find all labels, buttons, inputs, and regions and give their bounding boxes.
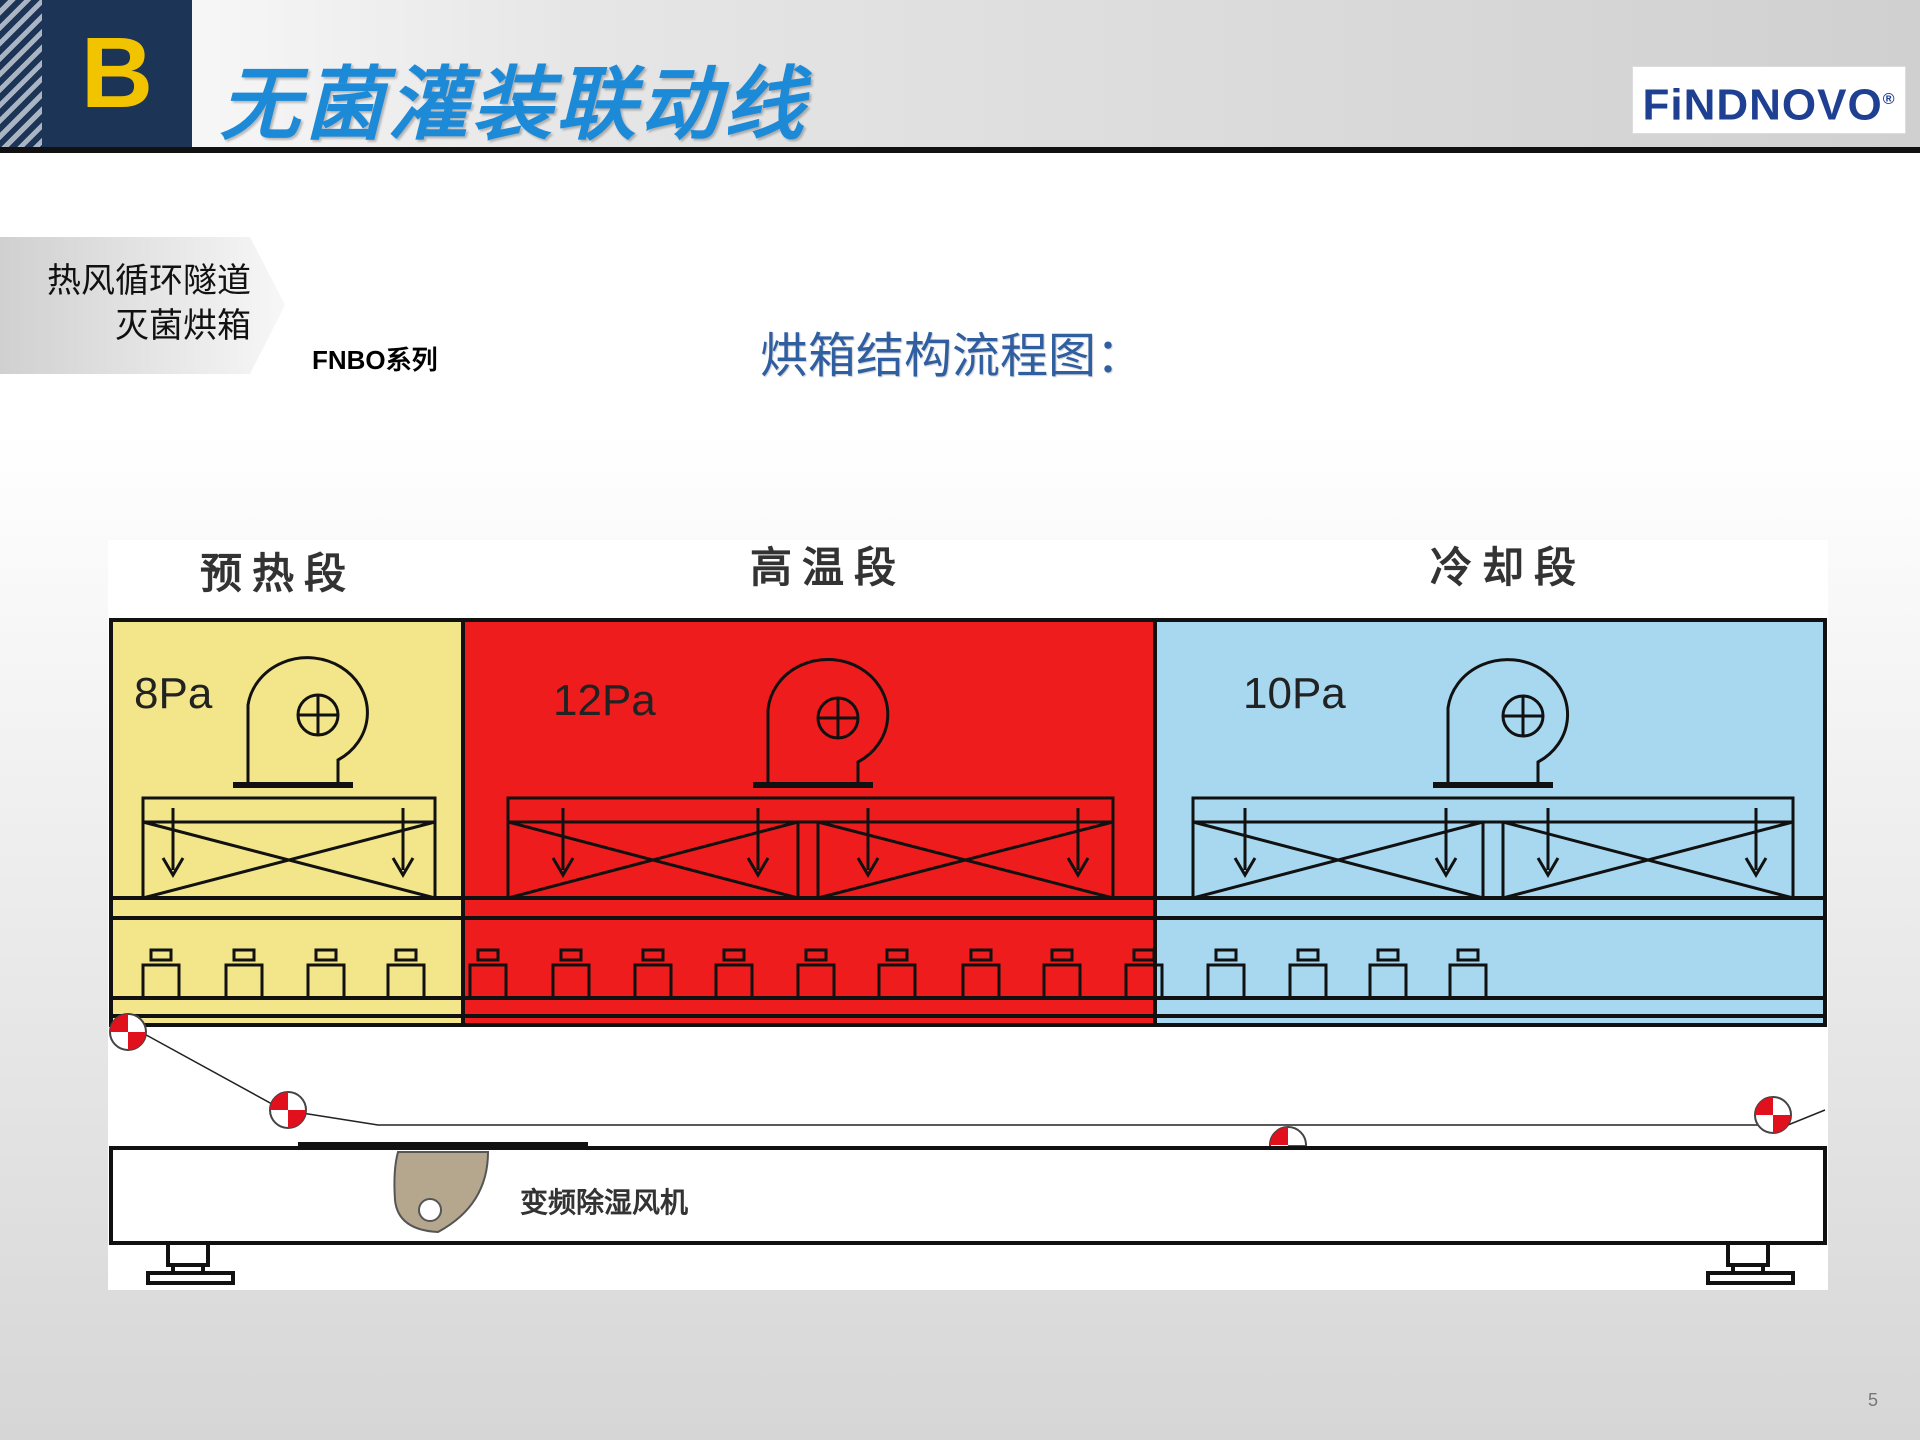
section-letter: B [80,17,154,129]
vial-icon [633,948,673,1000]
vial-icon [1368,948,1408,1000]
blower-preheat [233,656,369,788]
vial-icon [714,948,754,1000]
side-tab: 热风循环隧道 灭菌烘箱 [0,237,285,374]
page-title: 无菌灌装联动线 [220,58,808,151]
vial-icon [224,948,264,1000]
fan-mount [298,1142,588,1150]
side-tab-shape [0,237,285,374]
vial-row [141,948,1488,1000]
oven-base [109,1146,1827,1245]
roller-icon [109,1013,147,1051]
pressure-hightemp: 12Pa [553,676,656,725]
section-badge [42,0,192,147]
return-belt [127,1024,1826,1126]
vial-icon [1042,948,1082,1000]
roller-icon [1754,1096,1792,1134]
side-tab-line1: 热风循环隧道 [47,261,251,301]
pressure-cooling: 10Pa [1243,669,1346,718]
oven-flow-diagram: 预热段 高温段 冷却段 8Pa 12Pa 10Pa [108,540,1828,1290]
belt-rollers [109,1013,1792,1164]
vial-icon [468,948,508,1000]
vial-icon [551,948,591,1000]
header-rule [0,147,1920,153]
logo-mark: ® [1882,91,1896,108]
section-name-cooling: 冷却段 [1430,543,1586,592]
roller-icon [269,1091,307,1129]
section-name-hightemp: 高温段 [750,543,906,592]
vial-icon [1124,948,1164,1000]
vial-icon [796,948,836,1000]
oven-frame [109,618,1827,1027]
oven-feet [146,1241,1795,1285]
vial-icon [1288,948,1328,1000]
dehumidifier-fan-label: 变频除湿风机 [520,1186,688,1219]
dehumidifier-fan-icon [393,1151,490,1234]
header-stripes [0,0,42,147]
header-bar [0,0,1920,147]
logo-text: FiNDNOVO [1642,80,1883,130]
section-name-preheat: 预热段 [200,549,356,598]
page-number: 5 [1868,1390,1879,1410]
vial-icon [1206,948,1246,1000]
blower-hightemp [753,657,890,788]
series-label: FNBO系列 [312,345,438,375]
company-logo: FiNDNOVO® [1632,66,1906,134]
blower-cooling [1433,658,1570,788]
vial-icon [1448,948,1488,1000]
side-tab-label: 热风循环隧道 灭菌烘箱 [47,259,251,349]
vial-icon [961,948,1001,1000]
filter-hightemp [506,796,1115,900]
vial-icon [306,948,346,1000]
vial-icon [141,948,181,1000]
vial-icon [877,948,917,1000]
flow-title: 烘箱结构流程图： [760,328,1145,384]
vial-icon [386,948,426,1000]
pressure-preheat: 8Pa [134,669,213,718]
side-tab-line2: 灭菌烘箱 [115,306,251,346]
